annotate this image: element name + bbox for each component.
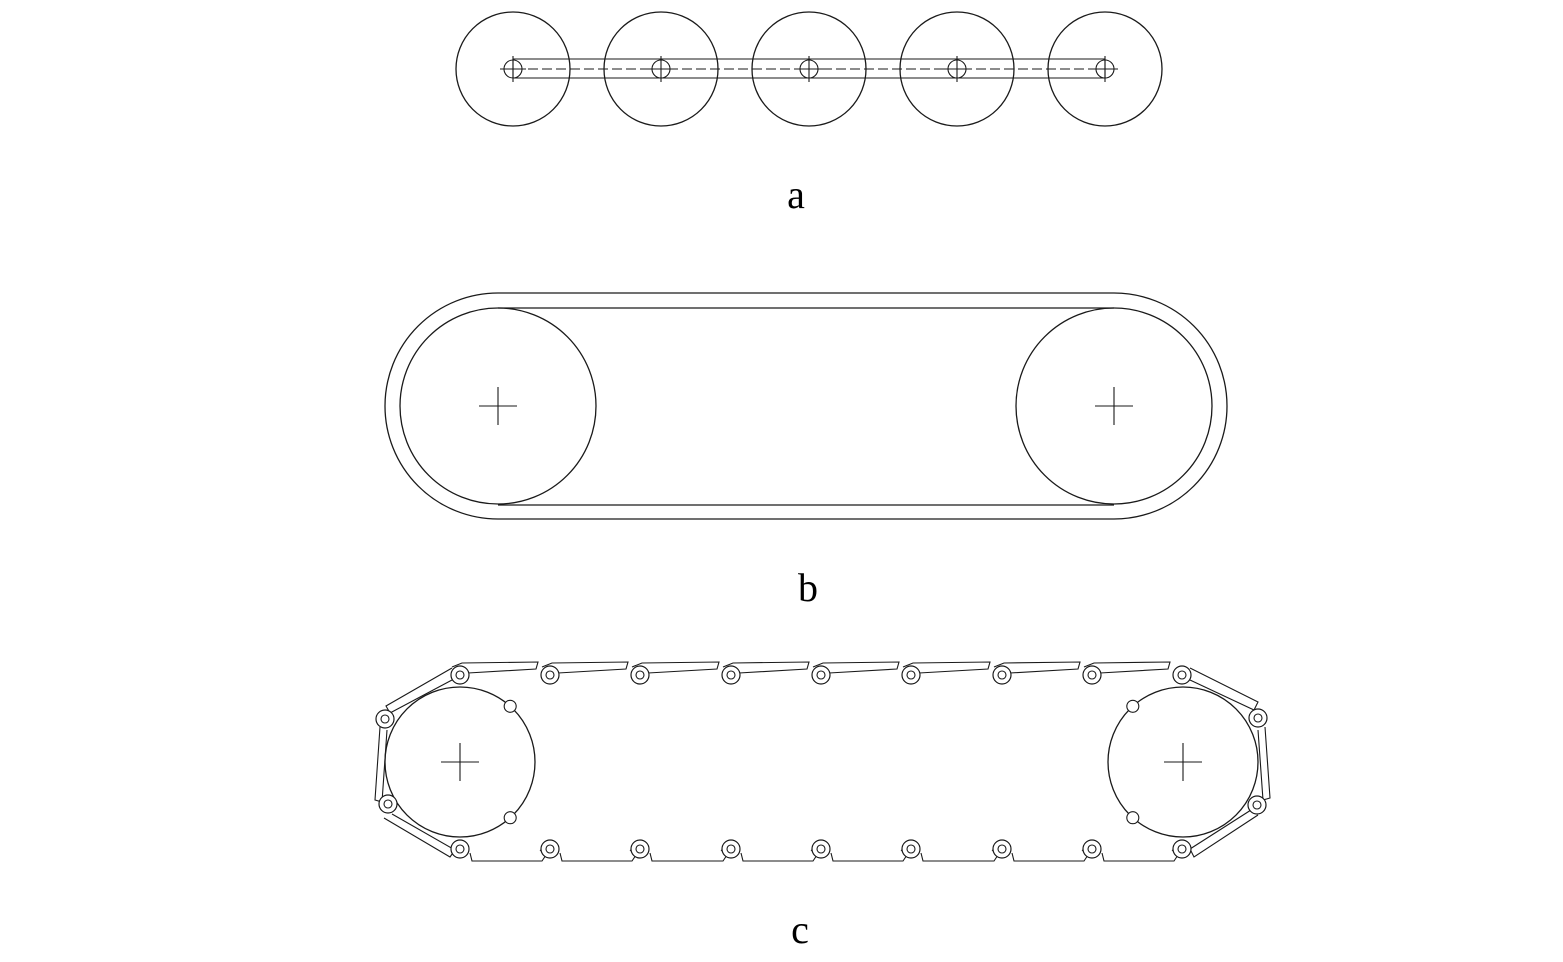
caption-c: c: [791, 907, 809, 952]
right-track-link: [1189, 667, 1259, 711]
left-track-link: [385, 667, 453, 714]
track-pin: [1082, 839, 1102, 859]
track-pin-hole: [1177, 844, 1187, 854]
track-pin-hole: [545, 670, 555, 680]
link-track-panel: c: [374, 661, 1271, 952]
track-pin-hole: [726, 844, 736, 854]
track-pin-hole: [1252, 800, 1262, 810]
track-pin-hole: [635, 670, 645, 680]
belt-outer-outline: [384, 292, 1228, 520]
track-pin-hole: [545, 844, 555, 854]
track-pin: [992, 839, 1012, 859]
bottom-track-link: [920, 849, 999, 862]
bottom-track-link: [559, 849, 637, 862]
track-pin-hole: [726, 670, 736, 680]
track-pin-hole: [997, 670, 1007, 680]
track-pin-hole: [816, 844, 826, 854]
bottom-track-link: [1011, 849, 1089, 862]
top-track-link: [541, 661, 629, 674]
track-pin: [721, 839, 741, 859]
track-pin: [1082, 665, 1102, 685]
bottom-track-link: [469, 849, 547, 862]
track-pin: [375, 709, 395, 729]
track-pin: [811, 839, 831, 859]
track-pin-hole: [1087, 844, 1097, 854]
track-pin-hole: [997, 844, 1007, 854]
track-pin: [630, 665, 650, 685]
track-pin-hole: [816, 670, 826, 680]
top-track-link: [993, 661, 1081, 674]
top-track-link: [902, 661, 991, 674]
track-pin: [450, 665, 470, 685]
track-pin-hole: [380, 714, 390, 724]
track-pin: [1172, 665, 1192, 685]
belt-drive-panel: b: [384, 292, 1228, 610]
track-pin-hole: [906, 670, 916, 680]
top-track-link: [631, 661, 720, 674]
right-pulley-center-mark: [1095, 387, 1133, 425]
right-pulley: [1015, 307, 1213, 505]
track-pin-hole: [383, 799, 393, 809]
track-pin-hole: [635, 844, 645, 854]
track-sprockets: [384, 686, 1259, 838]
track-pin-hole: [1087, 670, 1097, 680]
right-track-link: [1189, 809, 1259, 858]
track-pin: [1248, 708, 1268, 728]
sprocket-notch: [503, 811, 517, 825]
left-track-link: [374, 726, 388, 803]
sprocket-wheel: [1107, 686, 1259, 838]
track-pin: [378, 794, 398, 814]
track-pin: [540, 665, 560, 685]
track-pin: [630, 839, 650, 859]
top-track-link: [812, 661, 900, 674]
track-pin: [1172, 839, 1192, 859]
bottom-track-link: [740, 849, 818, 862]
track-pin-hole: [1253, 713, 1263, 723]
track-pin-hole: [906, 844, 916, 854]
track-pin-hole: [455, 670, 465, 680]
right-track-link: [1257, 726, 1271, 801]
top-track-link: [722, 661, 810, 674]
sprocket-notch: [1126, 699, 1140, 713]
top-track-link: [451, 661, 539, 674]
caption-b: b: [798, 565, 818, 610]
bottom-track-link: [1101, 849, 1179, 862]
track-pin-hole: [1177, 670, 1187, 680]
sprocket-notch: [1126, 811, 1140, 825]
track-pin: [901, 665, 921, 685]
top-track-link: [1083, 661, 1171, 674]
track-pin-hole: [455, 844, 465, 854]
track-pins: [375, 665, 1268, 859]
bottom-track-link: [649, 849, 728, 862]
left-pulley: [399, 307, 597, 505]
track-pin: [450, 839, 470, 859]
track-links: [374, 661, 1271, 862]
bottom-track-link: [830, 849, 908, 862]
track-pin: [721, 665, 741, 685]
track-pin: [992, 665, 1012, 685]
roller-chain-panel: a: [455, 11, 1163, 217]
track-pin: [901, 839, 921, 859]
left-pulley-center-mark: [479, 387, 517, 425]
track-pin: [540, 839, 560, 859]
track-pin: [1247, 795, 1267, 815]
connecting-bar: [500, 58, 1118, 79]
caption-a: a: [787, 172, 805, 217]
track-pin: [811, 665, 831, 685]
sprocket-notch: [503, 699, 517, 713]
